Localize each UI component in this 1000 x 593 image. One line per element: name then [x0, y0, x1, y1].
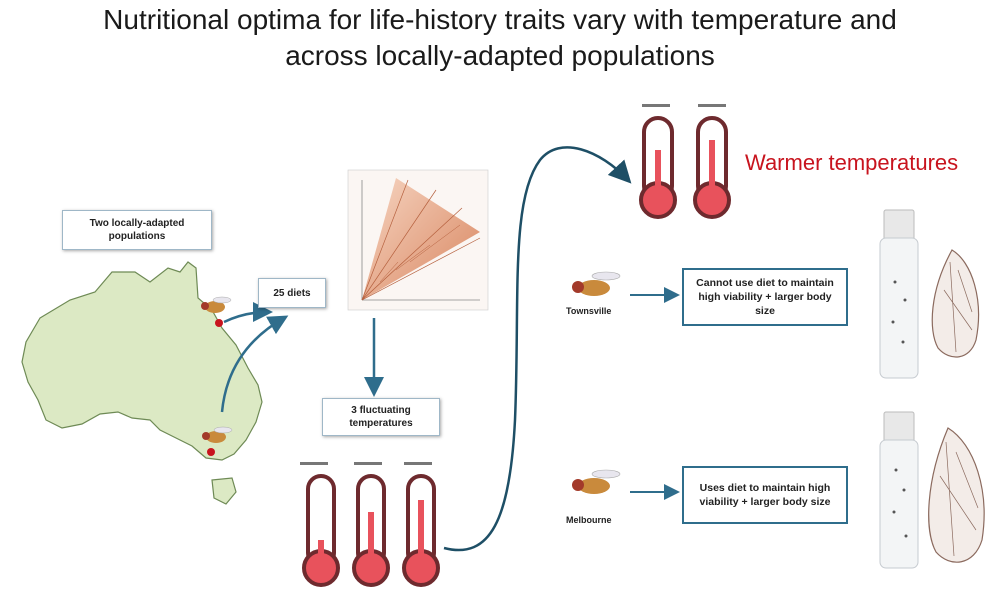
diets-box: 25 diets: [258, 278, 326, 308]
thermometer-icon-fluctuating-3: [402, 474, 440, 587]
townsville-marker: [215, 319, 223, 327]
thermometer-icon-warmer-1: [639, 116, 677, 219]
temp-tick-mark: [354, 462, 382, 465]
wing-icon-townsville: [931, 249, 980, 358]
temp-tick-mark: [698, 104, 726, 107]
temp-tick-mark: [404, 462, 432, 465]
temp-tick-mark: [642, 104, 670, 107]
fly-icon-melbourne: [572, 469, 621, 494]
vial-icon-melbourne: [879, 411, 919, 569]
title-line-1: Nutritional optima for life-history trai…: [103, 4, 897, 35]
thermometer-icon-fluctuating-2: [352, 474, 390, 587]
melbourne-label: Melbourne: [566, 515, 612, 525]
fly-icon-townsville: [572, 271, 621, 296]
vial-icon-townsville: [879, 209, 919, 379]
tasmania: [211, 477, 237, 505]
arrow-to-warmer-temperatures: [443, 146, 632, 552]
fly-icon-townsville-map: [201, 296, 232, 313]
warmer-temperatures-label: Warmer temperatures: [745, 150, 959, 175]
arrow-melbourne-to-diets: [220, 315, 289, 413]
townsville-label: Townsville: [566, 306, 612, 316]
wing-icon-melbourne: [928, 427, 985, 563]
australia-map: [21, 261, 263, 505]
melbourne-result-box: Uses diet to maintain high viability + l…: [682, 466, 848, 524]
thermometer-icon-warmer-2: [693, 116, 731, 219]
populations-box: Two locally-adapted populations: [62, 210, 212, 250]
townsville-result-box: Cannot use diet to maintain high viabili…: [682, 268, 848, 326]
temp-tick-mark: [300, 462, 328, 465]
arrow-townsville-to-diets: [223, 302, 273, 324]
fly-icon-melbourne-map: [202, 426, 233, 443]
title-line-2: across locally-adapted populations: [285, 40, 715, 71]
diet-nutrient-space: [347, 169, 489, 311]
fluctuating-temperatures-box: 3 fluctuating temperatures: [322, 398, 440, 436]
thermometer-icon-fluctuating-1: [302, 474, 340, 587]
melbourne-marker: [207, 448, 215, 456]
